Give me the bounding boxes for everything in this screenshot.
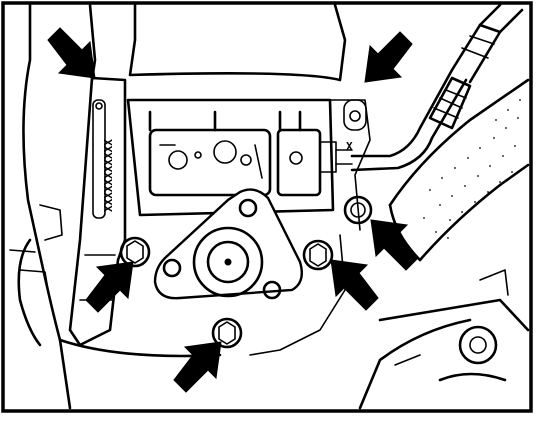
- stamp-plate: [92, 99, 106, 219]
- pointer-arrows: [47, 27, 419, 393]
- diagram-frame: [1, 1, 533, 413]
- bolt-right-upper: [343, 195, 373, 225]
- hose-nut: [428, 76, 472, 130]
- flange-hole-right: [262, 280, 282, 300]
- arrow-left-bolt: [85, 261, 134, 313]
- arrow-right-bolt: [370, 219, 419, 271]
- bolt-bottom: [211, 317, 243, 349]
- bolt-right: [302, 239, 334, 271]
- arrow-top-left-upper: [47, 27, 96, 79]
- pump-hub-inner: [206, 240, 250, 284]
- stamp-code: XXXXXXXXXXX: [102, 139, 115, 212]
- hose-fitting: [319, 141, 337, 173]
- pump-hub-outer: [192, 226, 264, 298]
- valve-body: X: [126, 98, 367, 217]
- valve-block: [148, 128, 272, 197]
- flange-hole-left: [162, 258, 182, 278]
- pressure-hose: [350, 3, 524, 172]
- bolt-left: [119, 236, 151, 268]
- hose-clip: [343, 99, 367, 131]
- arrow-top-right-upper: [364, 31, 413, 83]
- arrow-bottom-bolt: [173, 341, 222, 393]
- tag-mark: X: [346, 140, 353, 153]
- pump-shaft: [224, 258, 232, 266]
- arrow-right-lower-bolt: [330, 259, 379, 311]
- return-hose: [388, 78, 530, 262]
- pump-flange: [153, 188, 303, 300]
- flange-hole-top: [238, 198, 258, 218]
- mounting-bolts: [119, 195, 373, 349]
